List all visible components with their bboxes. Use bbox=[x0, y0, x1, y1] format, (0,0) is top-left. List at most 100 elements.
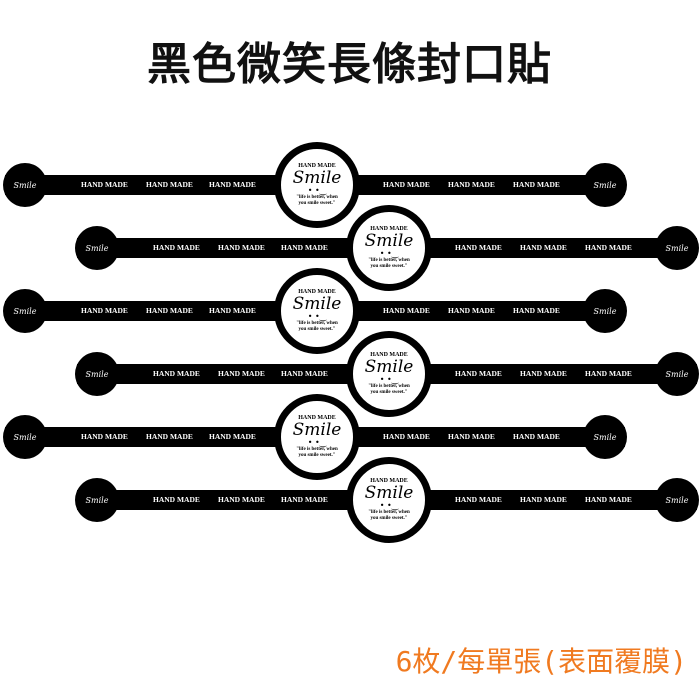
band-label: HAND MADE bbox=[455, 369, 502, 378]
band-label: HAND MADE bbox=[520, 369, 567, 378]
end-circle-left: Smile bbox=[3, 289, 47, 333]
medallion-smile-text: Smile bbox=[364, 483, 414, 503]
band-label: HAND MADE bbox=[513, 180, 560, 189]
medallion-smile-text: Smile bbox=[292, 420, 342, 440]
end-logo: Smile bbox=[85, 243, 109, 253]
band-label: HAND MADE bbox=[81, 180, 128, 189]
end-logo: Smile bbox=[665, 369, 689, 379]
band-label: HAND MADE bbox=[153, 495, 200, 504]
band-label: HAND MADE bbox=[281, 243, 328, 252]
medallion-top-text: HAND MADE bbox=[298, 415, 336, 421]
medallion-quote: "life is better, when you smile sweet." bbox=[296, 195, 338, 206]
medallion-quote: "life is better, when you smile sweet." bbox=[296, 321, 338, 332]
smiley-icon: • •‿ bbox=[307, 312, 327, 321]
band-label: HAND MADE bbox=[448, 180, 495, 189]
medallion-top-text: HAND MADE bbox=[298, 289, 336, 295]
band-label: HAND MADE bbox=[218, 369, 265, 378]
band-label: HAND MADE bbox=[383, 432, 430, 441]
band-label: HAND MADE bbox=[585, 495, 632, 504]
band-label: HAND MADE bbox=[153, 369, 200, 378]
band-label: HAND MADE bbox=[448, 306, 495, 315]
end-circle-right: Smile bbox=[655, 352, 699, 396]
end-circle-right: Smile bbox=[583, 415, 627, 459]
smiley-icon: • •‿ bbox=[379, 249, 399, 258]
band-label: HAND MADE bbox=[209, 180, 256, 189]
smiley-icon: • •‿ bbox=[379, 501, 399, 510]
end-logo: Smile bbox=[665, 243, 689, 253]
smiley-icon: • •‿ bbox=[307, 186, 327, 195]
medallion-smile-text: Smile bbox=[292, 294, 342, 314]
band-label: HAND MADE bbox=[146, 432, 193, 441]
band-label: HAND MADE bbox=[383, 180, 430, 189]
smiley-icon: • •‿ bbox=[307, 438, 327, 447]
band-label: HAND MADE bbox=[81, 432, 128, 441]
band-label: HAND MADE bbox=[455, 495, 502, 504]
band-label: HAND MADE bbox=[153, 243, 200, 252]
band-label: HAND MADE bbox=[383, 306, 430, 315]
band-label: HAND MADE bbox=[455, 243, 502, 252]
band-label: HAND MADE bbox=[585, 243, 632, 252]
band-label: HAND MADE bbox=[513, 432, 560, 441]
medallion-top-text: HAND MADE bbox=[370, 352, 408, 358]
band-label: HAND MADE bbox=[209, 432, 256, 441]
medallion-quote: "life is better, when you smile sweet." bbox=[368, 384, 410, 395]
end-logo: Smile bbox=[85, 495, 109, 505]
medallion-smile-text: Smile bbox=[364, 357, 414, 377]
end-circle-right: Smile bbox=[583, 289, 627, 333]
medallion-quote: "life is better, when you smile sweet." bbox=[368, 258, 410, 269]
medallion-quote: "life is better, when you smile sweet." bbox=[296, 447, 338, 458]
medallion-top-text: HAND MADE bbox=[370, 478, 408, 484]
end-logo: Smile bbox=[13, 180, 37, 190]
end-circle-left: Smile bbox=[3, 163, 47, 207]
band-label: HAND MADE bbox=[218, 243, 265, 252]
end-logo: Smile bbox=[13, 432, 37, 442]
end-circle-right: Smile bbox=[655, 478, 699, 522]
medallion-top-text: HAND MADE bbox=[370, 226, 408, 232]
medallion-smile-text: Smile bbox=[292, 168, 342, 188]
quantity-note: 6枚/每單張(表面覆膜) bbox=[395, 645, 687, 678]
band-label: HAND MADE bbox=[585, 369, 632, 378]
band-label: HAND MADE bbox=[218, 495, 265, 504]
end-circle-left: Smile bbox=[75, 226, 119, 270]
smiley-icon: • •‿ bbox=[379, 375, 399, 384]
end-circle-left: Smile bbox=[75, 352, 119, 396]
end-logo: Smile bbox=[593, 306, 617, 316]
band-label: HAND MADE bbox=[146, 180, 193, 189]
end-logo: Smile bbox=[13, 306, 37, 316]
end-circle-left: Smile bbox=[3, 415, 47, 459]
end-logo: Smile bbox=[85, 369, 109, 379]
end-circle-right: Smile bbox=[655, 226, 699, 270]
band-label: HAND MADE bbox=[448, 432, 495, 441]
band-label: HAND MADE bbox=[520, 243, 567, 252]
end-logo: Smile bbox=[593, 180, 617, 190]
end-circle-right: Smile bbox=[583, 163, 627, 207]
end-logo: Smile bbox=[665, 495, 689, 505]
end-logo: Smile bbox=[593, 432, 617, 442]
medallion-quote: "life is better, when you smile sweet." bbox=[368, 510, 410, 521]
medallion-top-text: HAND MADE bbox=[298, 163, 336, 169]
band-label: HAND MADE bbox=[513, 306, 560, 315]
band-label: HAND MADE bbox=[209, 306, 256, 315]
medallion-smile-text: Smile bbox=[364, 231, 414, 251]
band-label: HAND MADE bbox=[146, 306, 193, 315]
end-circle-left: Smile bbox=[75, 478, 119, 522]
band-label: HAND MADE bbox=[81, 306, 128, 315]
band-label: HAND MADE bbox=[281, 495, 328, 504]
